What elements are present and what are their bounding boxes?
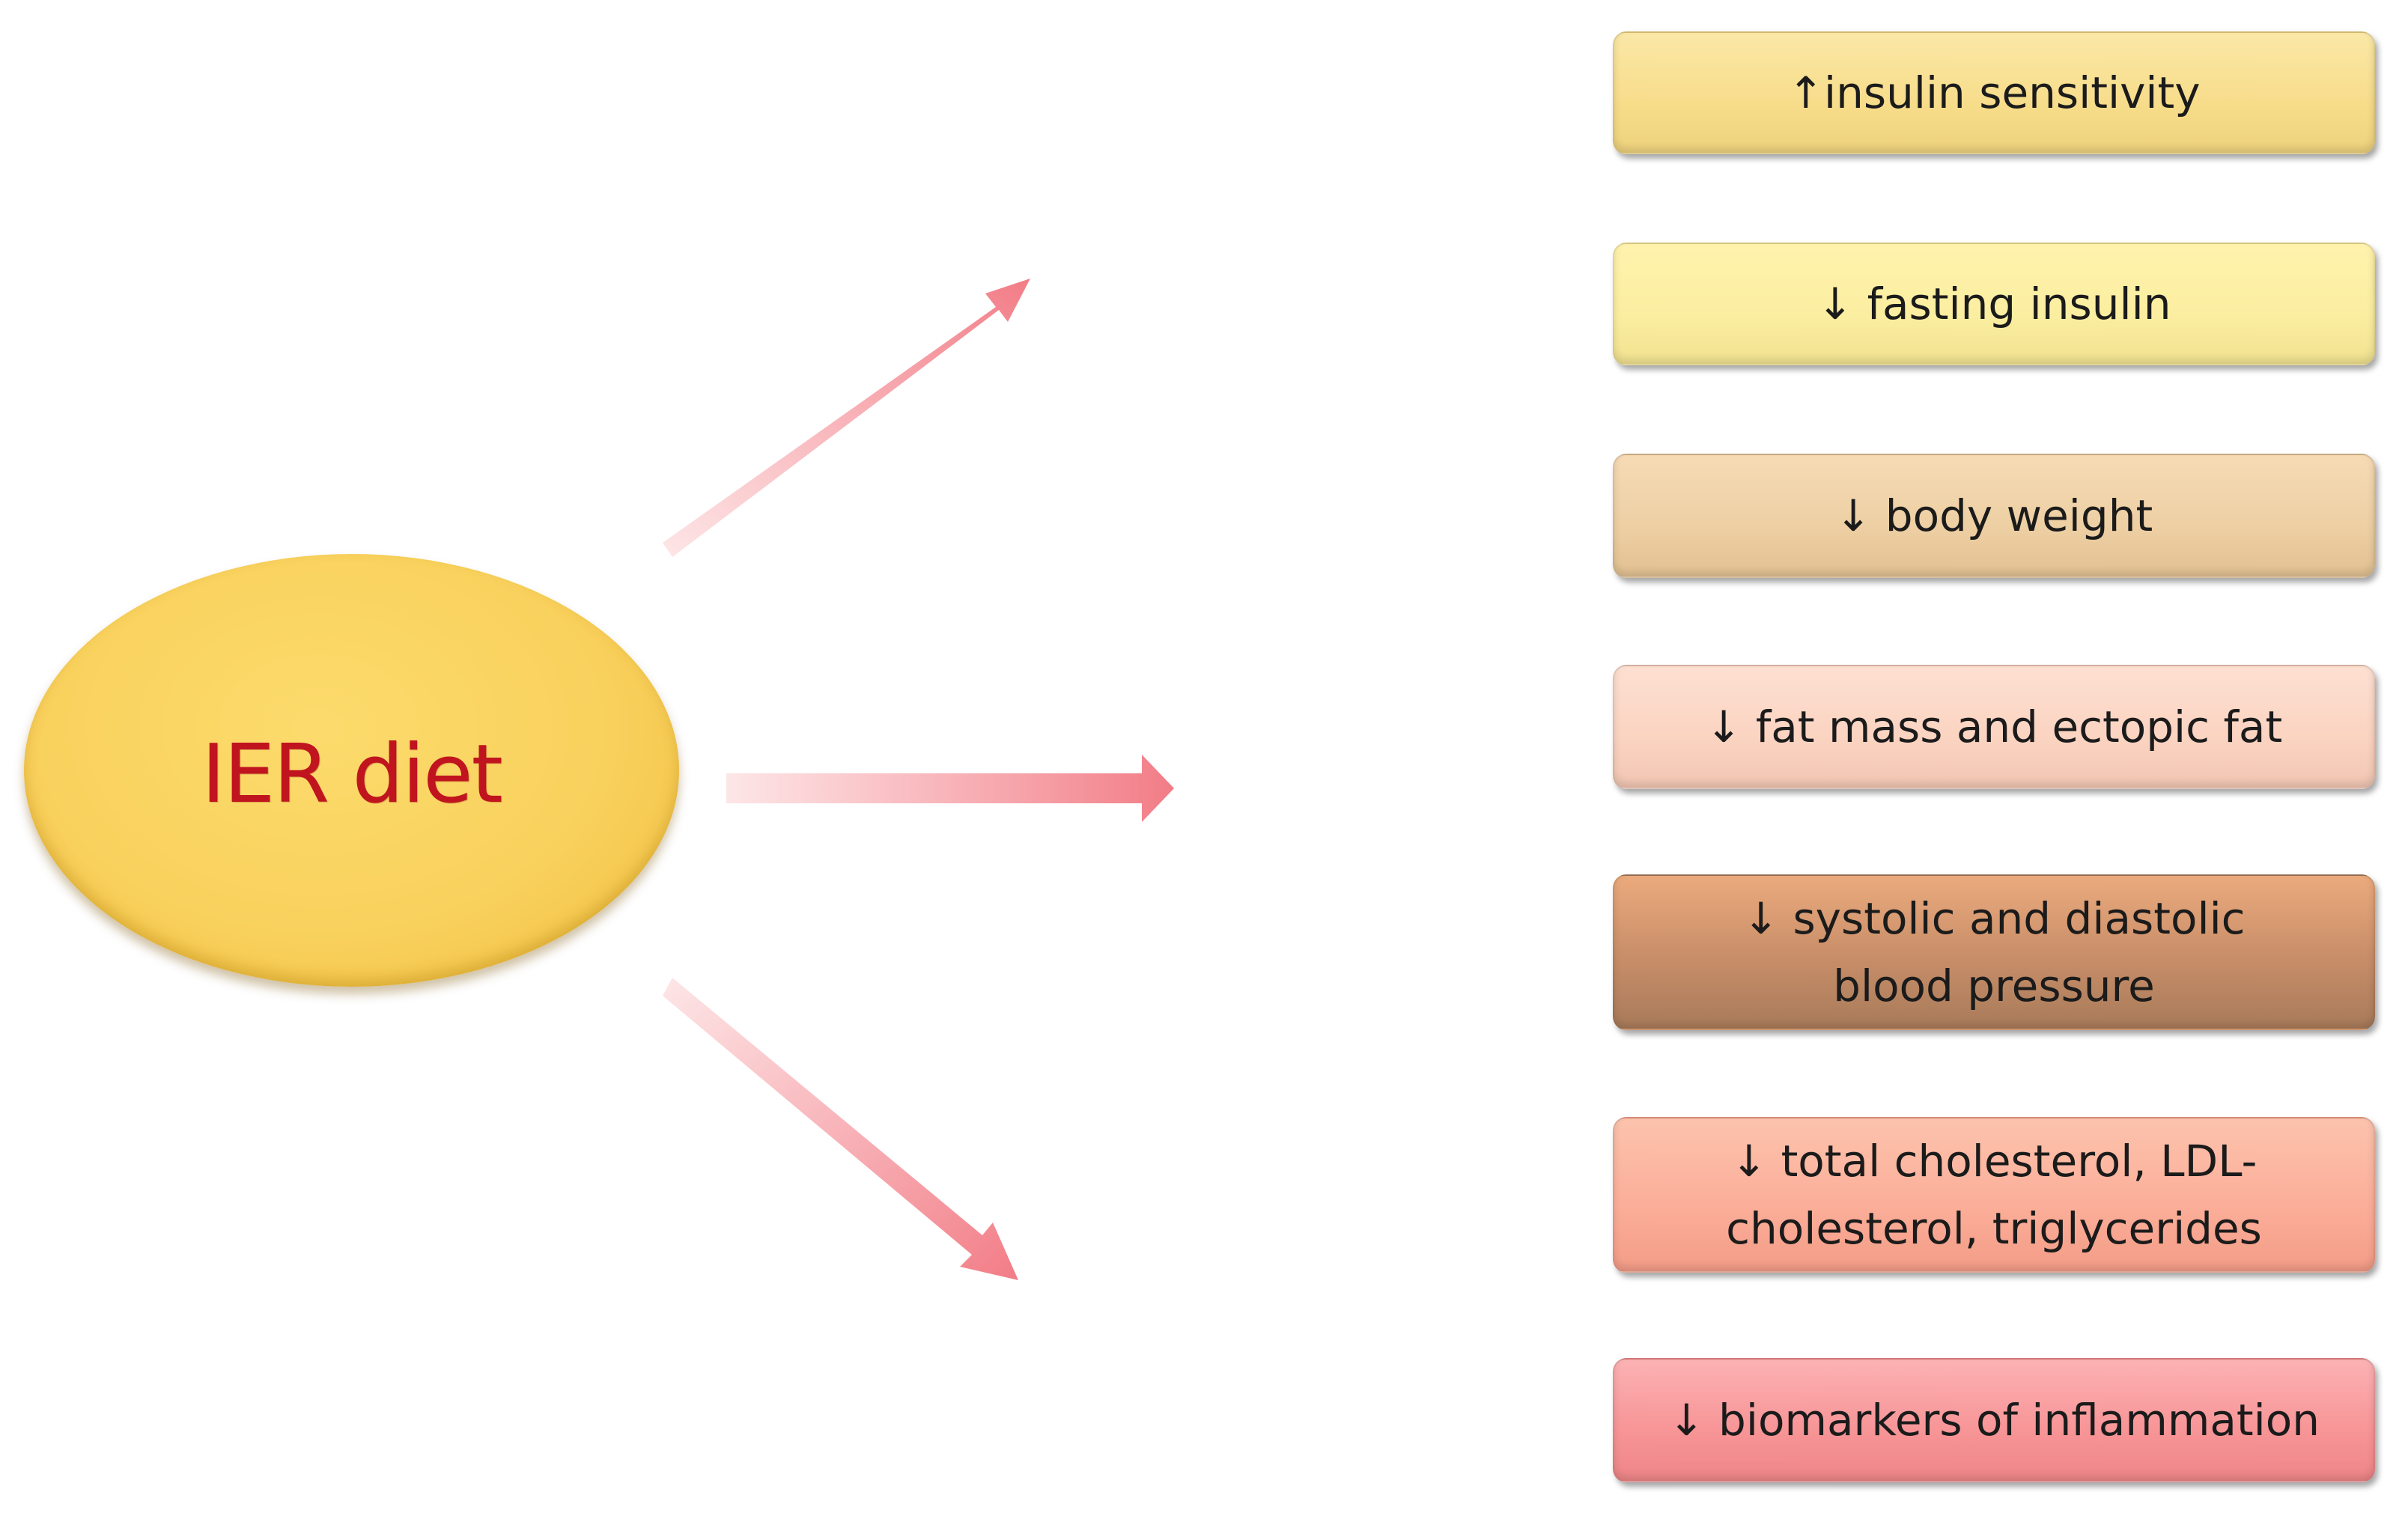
outcome-label: ↑insulin sensitivity	[1787, 67, 2201, 118]
outcome-label: ↓ fat mass and ectopic fat	[1705, 701, 2283, 752]
outcome-inflammation: ↓ biomarkers of inflammation	[1613, 1358, 2375, 1482]
outcome-insulin-sensitivity: ↑insulin sensitivity	[1613, 31, 2375, 154]
outcome-fasting-insulin: ↓ fasting insulin	[1613, 243, 2375, 365]
outcome-blood-pressure: ↓ systolic and diastolic blood pressure	[1613, 874, 2375, 1030]
ier-diet-label: IER diet	[201, 727, 503, 821]
outcome-label: ↓ fasting insulin	[1816, 278, 2171, 329]
outcome-body-weight: ↓ body weight	[1613, 454, 2375, 578]
outcome-cholesterol: ↓ total cholesterol, LDL- cholesterol, t…	[1613, 1117, 2375, 1273]
arrow-down-right	[663, 978, 1018, 1280]
arrow-right	[726, 755, 1174, 822]
outcome-label: ↓ total cholesterol, LDL- cholesterol, t…	[1726, 1136, 2262, 1254]
arrow-up-right	[663, 278, 1030, 557]
outcome-fat-mass: ↓ fat mass and ectopic fat	[1613, 665, 2375, 789]
outcome-label: ↓ biomarkers of inflammation	[1668, 1395, 2320, 1446]
ier-diet-ellipse: IER diet	[24, 554, 679, 987]
outcome-label: ↓ systolic and diastolic blood pressure	[1742, 893, 2246, 1011]
outcome-label: ↓ body weight	[1834, 490, 2153, 541]
